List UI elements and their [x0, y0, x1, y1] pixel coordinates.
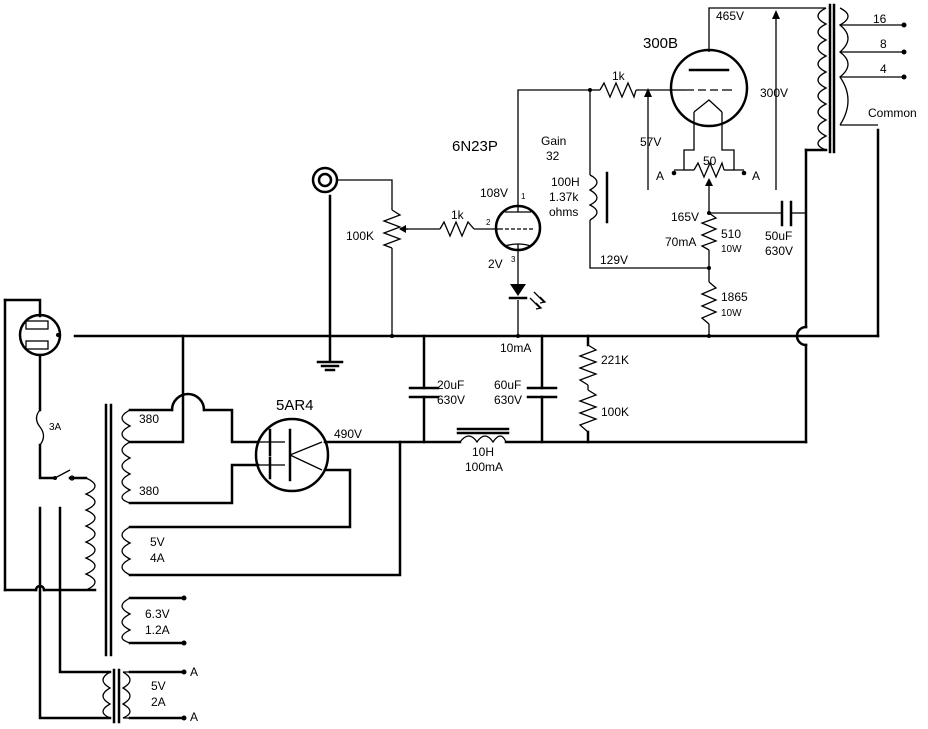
label-cap1-voltage: 630V [437, 393, 465, 407]
label-gain-value: 32 [546, 149, 560, 163]
label-bypass-cap-voltage: 630V [765, 244, 793, 258]
fuse [35, 409, 45, 446]
label-cap2-voltage: 630V [494, 393, 522, 407]
output-transformer [817, 3, 849, 154]
power-tube [669, 48, 749, 128]
label-hum-pot: 50 [703, 154, 717, 168]
label-fil-a: 2A [151, 695, 166, 709]
plate-choke [588, 171, 609, 224]
label-grid-voltage: 57V [640, 135, 661, 149]
power-transformer [84, 403, 132, 657]
label-fil-a-top: A [190, 665, 198, 679]
label-pin-cathode: 3 [511, 255, 516, 264]
divider-resistors [578, 344, 598, 433]
label-tap-16: 16 [873, 12, 887, 26]
label-plate-choke-l: 100H [551, 175, 580, 189]
label-choke-l: 10H [472, 445, 494, 459]
label-node-voltage: 129V [600, 253, 628, 267]
label-plate-voltage: 465V [716, 9, 744, 23]
label-300b: 300B [643, 35, 678, 52]
label-common: Common [868, 106, 917, 120]
label-rect-heater-v: 5V [150, 535, 165, 549]
label-bypass-cap: 50uF [765, 229, 792, 243]
label-tap-8: 8 [880, 37, 887, 51]
label-plate-choke-r: 1.37k [549, 190, 579, 204]
label-fil-a-left: A [656, 169, 664, 183]
label-fil-a-bottom: A [190, 710, 198, 724]
label-driver-plate-voltage: 108V [480, 186, 508, 200]
labels: 300B 465V 300V 1k 57V 50 A A 165V 70mA 5… [49, 9, 917, 724]
label-tap-4: 4 [880, 62, 887, 76]
filter-cap-60uf [526, 386, 558, 399]
wire-crossings [34, 325, 808, 592]
volume-pot[interactable] [382, 209, 408, 249]
label-plate-choke-unit: ohms [549, 205, 578, 219]
label-volume-pot: 100K [346, 229, 374, 243]
label-fil-v: 5V [151, 679, 166, 693]
ground-symbol [316, 360, 344, 372]
wiring [3, 128, 880, 720]
bypass-cap [780, 200, 793, 227]
junction-dots [181, 22, 907, 721]
filter-cap-20uf [408, 386, 440, 399]
label-gain: Gain [541, 134, 566, 148]
driver-grid-resistor [439, 220, 475, 238]
label-divider-bottom: 100K [601, 405, 629, 419]
label-rect-heater-a: 4A [150, 551, 165, 565]
label-pin-grid: 2 [486, 218, 491, 227]
label-heater-v: 6.3V [145, 607, 170, 621]
measurement-arrows [644, 10, 780, 97]
label-300b-grid-stopper: 1k [612, 69, 626, 83]
label-fuse: 3A [49, 422, 62, 433]
label-hv-bottom: 380 [139, 484, 159, 498]
label-cap2: 60uF [494, 378, 521, 392]
label-cap1: 20uF [437, 378, 464, 392]
label-cathode-res-watt: 10W [721, 244, 742, 255]
label-bleeder-res: 1865 [721, 290, 748, 304]
label-choke-i: 100mA [465, 460, 503, 474]
label-hv-top: 380 [139, 412, 159, 426]
label-plate-cathode-voltage: 300V [760, 86, 788, 100]
filter-choke [456, 427, 510, 444]
label-driver-grid-stopper: 1k [451, 208, 465, 222]
label-rectified-voltage: 490V [334, 427, 362, 441]
label-cathode-res: 510 [721, 227, 741, 241]
power-grid-resistor [599, 81, 637, 99]
label-cathode-current: 70mA [665, 235, 696, 249]
label-divider-top: 221K [601, 353, 629, 367]
label-fil-a-right: A [752, 169, 760, 183]
label-bleeder-res-watt: 10W [721, 308, 742, 319]
label-cathode-voltage: 165V [671, 210, 699, 224]
filament-transformer [102, 668, 131, 724]
driver-tube [494, 204, 542, 252]
label-pin-plate: 1 [521, 192, 526, 201]
label-driver-current: 10mA [500, 341, 531, 355]
cathode-led [508, 284, 547, 310]
label-5ar4: 5AR4 [276, 397, 314, 414]
label-heater-a: 1.2A [145, 623, 170, 637]
label-6n23p: 6N23P [452, 138, 498, 155]
power-switch [53, 469, 75, 481]
ac-inlet [18, 313, 62, 357]
rectifier-tube [254, 417, 330, 493]
input-jack[interactable] [311, 166, 339, 194]
label-driver-cathode-voltage: 2V [488, 257, 503, 271]
bleeder-resistor [700, 281, 718, 325]
signal-wiring [338, 7, 904, 336]
cathode-resistor [700, 212, 718, 251]
hum-pot[interactable] [693, 161, 725, 190]
